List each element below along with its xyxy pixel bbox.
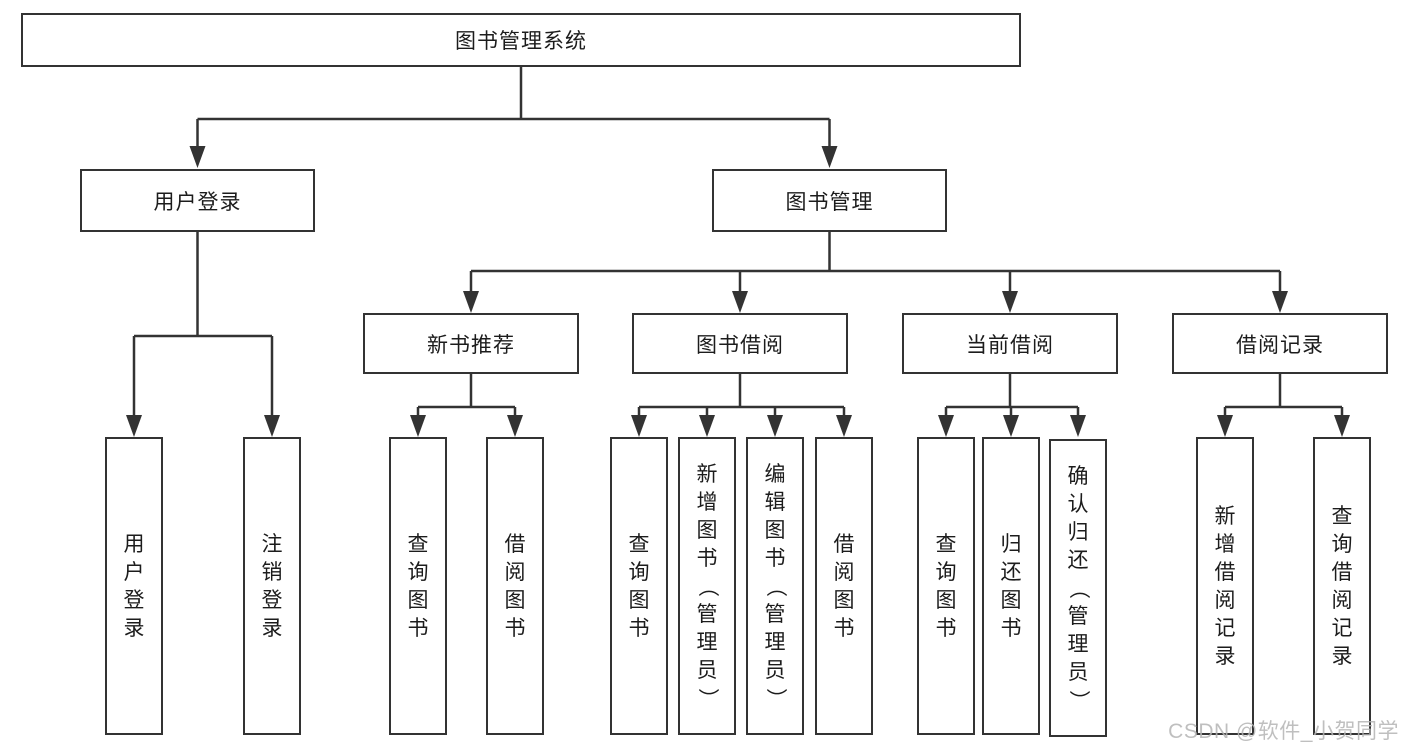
node-label: 注销登录 [261,532,283,640]
arrowhead [732,291,748,313]
arrowhead [463,291,479,313]
arrowhead [1272,291,1288,313]
leaf-br-query-record: 查询借阅记录 [1313,437,1371,735]
leaf-cb-return-book: 归还图书 [982,437,1040,735]
node-root-system: 图书管理系统 [21,13,1021,67]
arrowhead [631,415,647,437]
node-label: 查询图书 [935,532,957,640]
leaf-cb-confirm-return-admin: 确认归还（管理员） [1049,439,1107,737]
node-label: 用户登录 [123,532,145,640]
node-label: 新增图书（管理员） [695,462,719,709]
node-label: 查询图书 [628,532,650,640]
arrowhead [1217,415,1233,437]
leaf-logout-login: 注销登录 [243,437,301,735]
arrowhead [410,415,426,437]
leaf-cb-query-book: 查询图书 [917,437,975,735]
leaf-nb-query-book: 查询图书 [389,437,447,735]
node-label: 用户登录 [153,190,242,214]
arrowhead [1003,415,1019,437]
csdn-watermark: CSDN @软件_小贺同学 [1168,720,1399,743]
node-label: 借阅图书 [504,532,526,640]
leaf-bb-add-book-admin: 新增图书（管理员） [678,437,736,735]
arrowhead [1070,415,1086,437]
node-label: 编辑图书（管理员） [763,462,787,709]
leaf-bb-borrow-book: 借阅图书 [815,437,873,735]
leaf-user-login: 用户登录 [105,437,163,735]
node-label: 确认归还（管理员） [1066,464,1090,711]
arrowhead [699,415,715,437]
arrowhead [1334,415,1350,437]
node-label: 当前借阅 [966,333,1054,357]
arrowhead [189,146,206,168]
node-book-management: 图书管理 [712,169,947,232]
arrowhead [1002,291,1018,313]
leaf-nb-borrow-book: 借阅图书 [486,437,544,735]
node-label: 新书推荐 [427,333,515,357]
node-label: 借阅图书 [833,532,855,640]
arrowhead [126,415,142,437]
node-label: 新增借阅记录 [1214,504,1236,668]
node-borrow-records: 借阅记录 [1172,313,1388,374]
node-label: 借阅记录 [1236,333,1324,357]
leaf-bb-query-book: 查询图书 [610,437,668,735]
arrowhead [264,415,280,437]
node-user-login: 用户登录 [80,169,315,232]
arrowhead [821,146,838,168]
node-label: 归还图书 [1000,532,1022,640]
leaf-bb-edit-book-admin: 编辑图书（管理员） [746,437,804,735]
node-book-borrow: 图书借阅 [632,313,848,374]
leaf-br-add-record: 新增借阅记录 [1196,437,1254,735]
arrowhead [767,415,783,437]
node-new-book-recommend: 新书推荐 [363,313,579,374]
arrowhead [507,415,523,437]
node-label: 查询借阅记录 [1331,504,1353,668]
node-label: 图书管理系统 [455,30,587,53]
node-current-borrow: 当前借阅 [902,313,1118,374]
node-label: 查询图书 [407,532,429,640]
arrowhead [836,415,852,437]
arrowhead [938,415,954,437]
node-label: 图书借阅 [696,333,784,357]
node-label: 图书管理 [785,190,874,214]
